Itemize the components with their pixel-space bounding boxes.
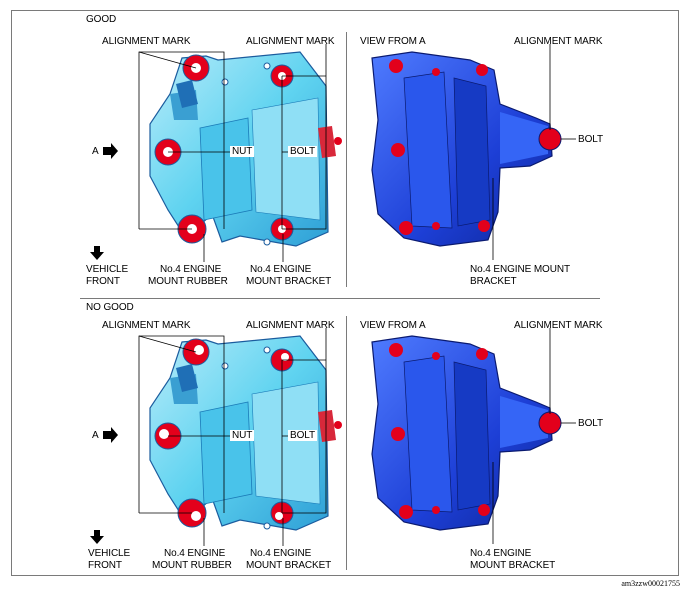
- nogood-mount-rubber-label-1: No.4 ENGINE: [164, 548, 226, 559]
- good-side-view: [371, 51, 562, 247]
- good-view-from-a-label: VIEW FROM A: [360, 36, 426, 47]
- good-status-label: GOOD: [86, 14, 117, 25]
- good-vehicle-front-arrow-icon: [90, 246, 104, 260]
- nogood-arrow-a-icon: [103, 427, 118, 443]
- good-mount-bracket-label-2: MOUNT BRACKET: [246, 276, 332, 287]
- nogood-bolt-label-right: BOLT: [578, 418, 603, 429]
- nogood-side-bracket-label-1: No.4 ENGINE: [470, 548, 532, 559]
- good-mount-bracket-label-1: No.4 ENGINE: [250, 264, 312, 275]
- view-divider-good: [346, 32, 347, 287]
- nogood-vehicle-front-arrow-icon: [90, 530, 104, 544]
- good-vehicle-front-label-2: FRONT: [86, 276, 120, 287]
- nogood-side-bracket-label-2: MOUNT BRACKET: [470, 560, 556, 571]
- nogood-nut-label: NUT: [230, 430, 255, 441]
- good-arrow-a-icon: [103, 143, 118, 159]
- nogood-status-label: NO GOOD: [86, 302, 134, 313]
- nogood-alignment-mark-label-mid: ALIGNMENT MARK: [246, 320, 335, 331]
- nogood-alignment-mark-label-left: ALIGNMENT MARK: [102, 320, 191, 331]
- nogood-bolt-label-left: BOLT: [288, 430, 317, 441]
- nogood-mount-bracket-label-1: No.4 ENGINE: [250, 548, 312, 559]
- section-divider: [80, 298, 600, 299]
- good-nut-label: NUT: [230, 146, 255, 157]
- nogood-arrow-a-label: A: [92, 430, 99, 441]
- view-divider-nogood: [346, 316, 347, 570]
- good-vehicle-front-label-1: VEHICLE: [86, 264, 129, 275]
- nogood-vehicle-front-label-1: VEHICLE: [88, 548, 131, 559]
- nogood-vehicle-front-label-2: FRONT: [88, 560, 122, 571]
- good-mount-rubber-label-1: No.4 ENGINE: [160, 264, 222, 275]
- good-mount-rubber-label-2: MOUNT RUBBER: [148, 276, 228, 287]
- nogood-alignment-mark-label-right: ALIGNMENT MARK: [514, 320, 603, 331]
- good-alignment-mark-label-mid: ALIGNMENT MARK: [246, 36, 335, 47]
- nogood-mount-bracket-label-2: MOUNT BRACKET: [246, 560, 332, 571]
- good-bolt-label-left: BOLT: [288, 146, 317, 157]
- figure-frame: [11, 10, 679, 576]
- nogood-view-from-a-label: VIEW FROM A: [360, 320, 426, 331]
- good-arrow-a-label: A: [92, 146, 99, 157]
- good-side-bracket-label-1: No.4 ENGINE MOUNT: [470, 264, 570, 275]
- good-alignment-mark-label-left: ALIGNMENT MARK: [102, 36, 191, 47]
- figure-code: am3zzw00021755: [621, 579, 680, 588]
- good-side-bracket-label-2: BRACKET: [470, 276, 517, 287]
- good-alignment-mark-label-right: ALIGNMENT MARK: [514, 36, 603, 47]
- nogood-mount-rubber-label-2: MOUNT RUBBER: [152, 560, 232, 571]
- good-bolt-label-right: BOLT: [578, 134, 603, 145]
- nogood-side-view: [371, 335, 562, 531]
